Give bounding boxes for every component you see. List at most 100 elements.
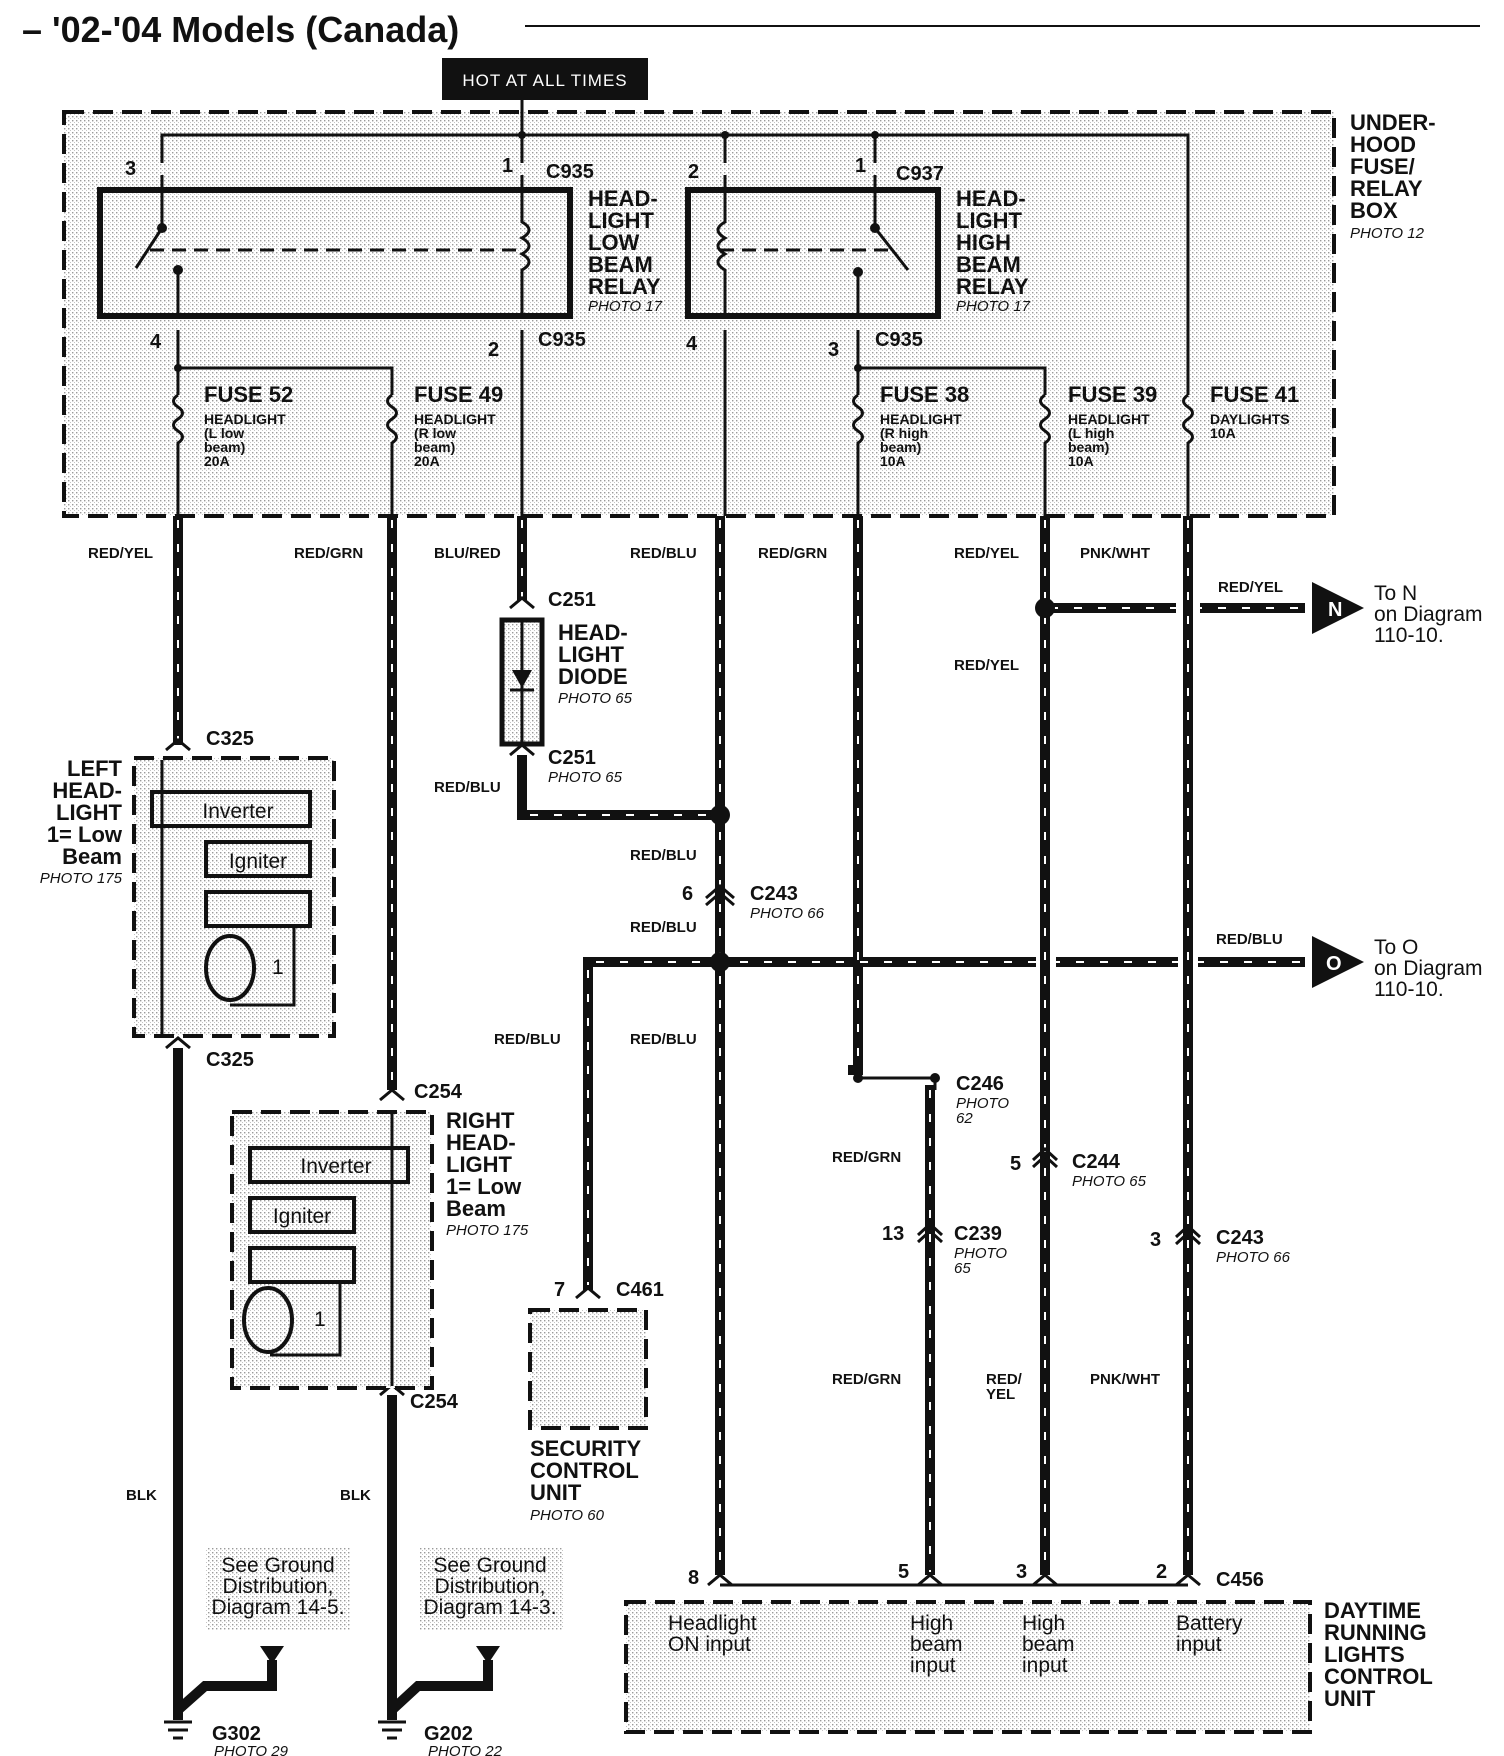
c244-label: C244: [1072, 1151, 1121, 1173]
svg-text:1: 1: [855, 155, 866, 177]
c254-bottom-label: C254: [410, 1391, 459, 1413]
fuse-52-symbol: [172, 393, 184, 516]
left-headlight-photo: PHOTO 175: [40, 870, 123, 887]
daytime-running-lights-control-unit: [624, 1600, 1312, 1734]
wire-label-red-grn-c246: RED/GRN: [832, 1149, 901, 1166]
svg-text:3: 3: [1016, 1561, 1027, 1583]
fuse-49-name: FUSE 49: [414, 382, 503, 407]
wire-label-red-yel-high: RED/YEL: [954, 545, 1019, 562]
left-bulb-number: 1: [272, 956, 284, 979]
c325-bottom-label: C325: [206, 1049, 254, 1071]
c243-pin-6: 6: [682, 883, 693, 905]
wire-label-red-yel-drl: RED/YEL: [986, 1371, 1023, 1403]
wire-label-red-yel-to-n: RED/YEL: [1218, 579, 1283, 596]
wire-label-red-blu-to-o: RED/BLU: [1216, 931, 1283, 948]
wire-label-red-blu-drl: RED/BLU: [630, 1031, 697, 1048]
connector-symbols: [165, 596, 1202, 1587]
wire-label-red-blu-diode: RED/BLU: [434, 779, 501, 796]
wire-label-red-yel-left: RED/YEL: [88, 545, 153, 562]
diode-symbol: [512, 670, 532, 688]
fuse-38-symbol: [852, 393, 864, 516]
svg-text:1: 1: [502, 155, 513, 177]
wire-label-red-blu-main: RED/BLU: [630, 545, 697, 562]
c456-label: C456: [1216, 1569, 1264, 1591]
right-inverter: [248, 1146, 410, 1184]
c243-upper-label: C243: [750, 883, 798, 905]
svg-text:3: 3: [125, 158, 136, 180]
right-headlight-photo: PHOTO 175: [446, 1222, 529, 1239]
hot-at-all-times-label: HOT AT ALL TIMES: [462, 71, 627, 90]
fuse-49-symbol: [386, 393, 398, 516]
c254-top-label: C254: [414, 1081, 463, 1103]
wire-label-red-blu-c243: RED/BLU: [630, 847, 697, 864]
c251-top-label: C251: [548, 589, 596, 611]
c244-photo: PHOTO 65: [1072, 1173, 1147, 1190]
fuse-41-name: FUSE 41: [1210, 382, 1299, 407]
low-beam-relay: [97, 187, 573, 319]
low-beam-relay-photo: PHOTO 17: [588, 298, 663, 315]
high-beam-relay: [685, 187, 941, 319]
left-inverter-label: Inverter: [202, 800, 273, 823]
left-igniter: [204, 840, 312, 878]
right-bulb-icon: [242, 1286, 294, 1354]
offpage-n-arrow-icon: [1312, 582, 1364, 634]
right-inverter-label: Inverter: [300, 1155, 371, 1178]
wire-label-blk-left: BLK: [126, 1487, 157, 1504]
wire-label-pnk-wht-drl: PNK/WHT: [1090, 1371, 1160, 1388]
relay-pins: 3 1 2 1 4 2 4 3: [125, 155, 866, 361]
ground-g302-label: G302: [212, 1723, 261, 1745]
svg-text:5: 5: [898, 1561, 909, 1583]
offpage-o-arrow-icon: [1312, 936, 1364, 988]
svg-text:2: 2: [488, 339, 499, 361]
wire-label-red-yel-mid: RED/YEL: [954, 657, 1019, 674]
wire-label-red-grn-right-hl: RED/GRN: [294, 545, 363, 562]
ground-g302-photo: PHOTO 29: [214, 1743, 289, 1756]
c461-pin: 7: [554, 1279, 565, 1301]
fusebox-photo: PHOTO 12: [1350, 225, 1425, 242]
c246-label: C246: [956, 1073, 1004, 1095]
c243-upper-photo: PHOTO 66: [750, 905, 825, 922]
headlight-diode-photo: PHOTO 65: [558, 690, 633, 707]
c243-lower-pin: 3: [1150, 1229, 1161, 1251]
c935-top-label: C935: [546, 161, 594, 183]
svg-text:O: O: [1326, 953, 1342, 975]
right-bulb-number: 1: [314, 1308, 326, 1331]
svg-text:2: 2: [688, 161, 699, 183]
c243-lower-label: C243: [1216, 1227, 1264, 1249]
hot-at-all-times-badge: [442, 58, 648, 100]
power-bus: [160, 133, 1190, 395]
c325-top-label: C325: [206, 728, 254, 750]
wire-label-red-grn-high: RED/GRN: [758, 545, 827, 562]
c935-bottom-left-label: C935: [538, 329, 586, 351]
wire-harness: [173, 516, 1305, 1720]
wire-label-pnk-wht: PNK/WHT: [1080, 545, 1150, 562]
fuse-39-name: FUSE 39: [1068, 382, 1157, 407]
ground-g202-photo: PHOTO 22: [428, 1743, 503, 1756]
c251-bottom-photo: PHOTO 65: [548, 769, 623, 786]
fuse-38-name: FUSE 38: [880, 382, 969, 407]
svg-text:3: 3: [828, 339, 839, 361]
